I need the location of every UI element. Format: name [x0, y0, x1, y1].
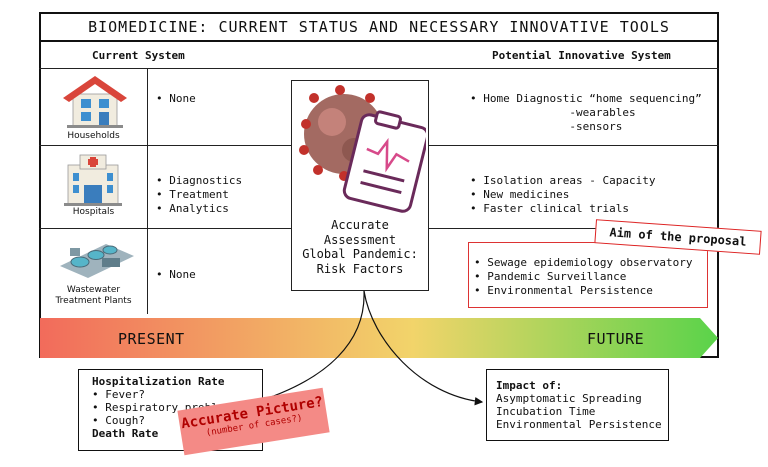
potential-wastewater-list: • Sewage epidemiology observatory • Pand… — [474, 256, 693, 297]
header-potential-system: Potential Innovative System — [492, 49, 671, 62]
potential-households-list: • Home Diagnostic “home sequencing” -wea… — [470, 92, 702, 133]
list-item: -sensors — [569, 120, 623, 133]
grid-line-row2-left — [39, 228, 291, 229]
list-item-text: Cough? — [105, 414, 145, 427]
grid-line-row2-right — [429, 228, 719, 229]
list-item: Diagnostics — [169, 174, 243, 187]
center-line: Assessment — [323, 232, 397, 247]
impact-line: Environmental Persistence — [496, 418, 662, 431]
proposal-box — [468, 242, 708, 308]
list-item: New medicines — [483, 188, 570, 201]
list-item: None — [169, 92, 196, 105]
row-label-households: Households — [67, 131, 120, 141]
impact-content: Impact of: Asymptomatic Spreading Incuba… — [496, 379, 662, 431]
timeline-arrow — [40, 318, 718, 358]
list-item: Sewage epidemiology observatory — [487, 256, 693, 269]
potential-hospitals-list: • Isolation areas - Capacity • New medic… — [470, 174, 656, 215]
house-icon — [63, 76, 127, 128]
row-label-line: Wastewater — [66, 285, 121, 295]
diagram-title: BIOMEDICINE: CURRENT STATUS AND NECESSAR… — [39, 12, 719, 42]
list-item: Analytics — [169, 202, 229, 215]
list-item: • Cough? — [92, 414, 145, 427]
center-line: Risk Factors — [316, 261, 404, 276]
grid-line-label-column — [147, 68, 148, 314]
list-item: Home Diagnostic “home sequencing” — [483, 92, 702, 105]
header-current-system: Current System — [92, 49, 185, 62]
list-item: Pandemic Surveillance — [487, 270, 627, 283]
death-rate-label: Death Rate — [92, 427, 159, 440]
center-assessment-text: Accurate Assessment Global Pandemic: Ris… — [291, 218, 429, 276]
grid-line-row1-right — [429, 145, 719, 146]
row-label-hospitals: Hospitals — [72, 207, 115, 217]
impact-line: Incubation Time — [496, 405, 596, 418]
list-item: Faster clinical trials — [483, 202, 629, 215]
list-item: • Fever? — [92, 388, 145, 401]
impact-title: Impact of: — [496, 379, 563, 392]
impact-line: Asymptomatic Spreading — [496, 392, 642, 405]
list-item-text: Fever? — [105, 388, 145, 401]
hospitalization-title: Hospitalization Rate — [92, 375, 225, 388]
current-households-list: • None — [156, 92, 196, 105]
row-label-line: Treatment Plants — [55, 296, 132, 306]
center-line: Accurate — [331, 218, 389, 232]
grid-line-header — [39, 68, 719, 69]
wastewater-plant-icon — [60, 244, 134, 278]
hospital-icon — [64, 154, 122, 206]
virus-clipboard-icon — [299, 85, 426, 213]
current-hospitals-list: • Diagnostics • Treatment • Analytics — [156, 174, 243, 215]
list-item: Treatment — [169, 188, 229, 201]
timeline-present-label: PRESENT — [118, 330, 185, 348]
impact-box — [486, 369, 669, 441]
list-item: None — [169, 268, 196, 281]
center-line: Global Pandemic: — [302, 247, 418, 261]
list-item: Isolation areas - Capacity — [483, 174, 656, 187]
grid-line-row1-left — [39, 145, 291, 146]
current-wastewater-list: • None — [156, 268, 196, 281]
list-item: -wearables — [569, 106, 636, 119]
timeline-future-label: FUTURE — [587, 330, 645, 348]
list-item: Environmental Persistence — [487, 284, 653, 297]
